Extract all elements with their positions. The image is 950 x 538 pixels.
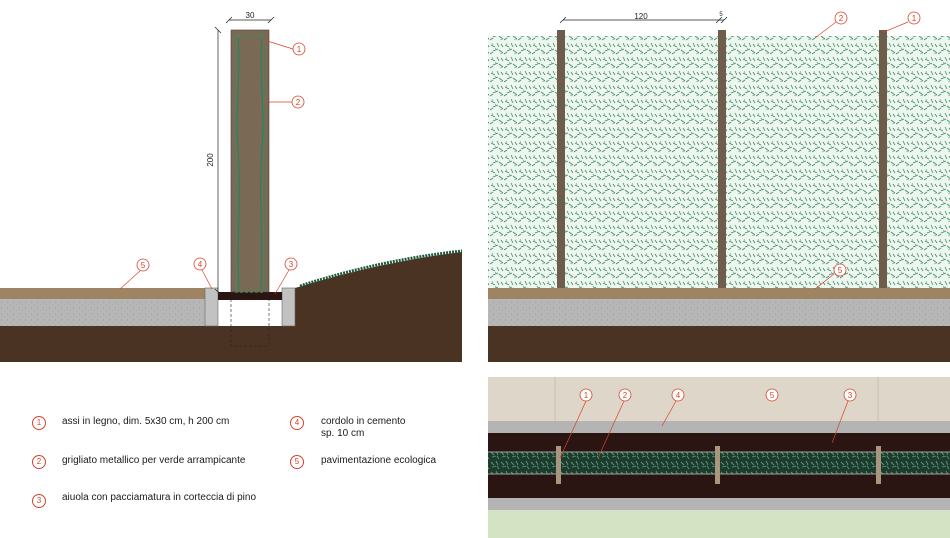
paving-layer (0, 288, 205, 299)
svg-text:2: 2 (623, 391, 628, 400)
svg-text:3: 3 (289, 260, 294, 269)
plan-callout-3: 3 (831, 388, 857, 444)
svg-text:1: 1 (912, 14, 917, 23)
width-dim-tick-left (225, 16, 233, 24)
section-callout-1: 1 (263, 39, 306, 56)
elevation-callout-2: 2 (814, 11, 848, 39)
curb-left (204, 287, 219, 327)
elevation-callout-1: 1 (883, 11, 921, 33)
plan-curb-top (488, 421, 950, 433)
plan-callout-1: 1 (559, 388, 593, 459)
plan-callout-5: 5 (765, 388, 779, 402)
metal-grid (235, 35, 265, 293)
grass-line (299, 249, 463, 288)
svg-text:1: 1 (584, 391, 589, 400)
elevation-post-2 (718, 30, 726, 288)
legend-num-4: 4 (290, 416, 304, 430)
svg-text:5: 5 (838, 266, 843, 275)
svg-text:3: 3 (848, 391, 853, 400)
plan-callout-2: 2 (597, 388, 632, 459)
height-dim-label: 200 (206, 153, 215, 167)
spacing-dim-tick-right-2 (720, 16, 728, 24)
legend-text-3: aiuola con pacciamatura in corteccia di … (62, 492, 256, 503)
plan-post-2 (715, 446, 720, 484)
curb-right (281, 287, 296, 327)
elevation-view: 120 5 2 1 5 (488, 0, 950, 362)
elevation-post-3 (879, 30, 887, 288)
climbing-plant (236, 37, 264, 291)
legend-num-2: 2 (32, 455, 46, 469)
section-view: 30 200 1 2 3 4 5 (0, 0, 463, 362)
section-callout-3: 3 (274, 257, 298, 295)
height-dim-tick-top (214, 26, 222, 34)
legend-text-5: pavimentazione ecologica (321, 455, 437, 466)
legend-text-2: grigliato metallico per verde arrampican… (62, 455, 246, 466)
plan-paving-top (488, 377, 950, 421)
elevation-callout-5: 5 (814, 263, 847, 290)
legend-text-1: assi in legno, dim. 5x30 cm, h 200 cm (62, 416, 230, 427)
svg-text:2: 2 (296, 98, 301, 107)
spacing-dim-tick-left (559, 16, 567, 24)
section-callout-4: 4 (193, 257, 213, 290)
mulch-bed (218, 292, 282, 300)
footing-outline (230, 295, 270, 347)
plan-post-1 (556, 446, 561, 484)
plan-view: 1 2 4 5 3 (488, 377, 950, 538)
legend-text-4b: sp. 10 cm (321, 428, 365, 439)
svg-text:4: 4 (198, 260, 203, 269)
legend-num-5: 5 (290, 455, 304, 469)
svg-text:4: 4 (676, 391, 681, 400)
plan-lawn (488, 510, 950, 538)
elevation-concrete (488, 299, 950, 326)
height-dim-tick-bottom (214, 288, 222, 296)
plan-post-3 (876, 446, 881, 484)
section-callout-5: 5 (119, 258, 150, 290)
thickness-dim-label: 5 (719, 12, 723, 18)
width-dim-label: 30 (246, 11, 255, 20)
plan-callout-4: 4 (661, 388, 685, 427)
legend-num-1: 1 (32, 416, 46, 430)
spacing-dim-tick-right (715, 16, 723, 24)
spacing-dim-label: 120 (634, 12, 648, 21)
concrete-base (0, 299, 205, 326)
elevation-soil (488, 326, 950, 362)
plan-curb-bottom (488, 498, 950, 510)
soil-slope (295, 252, 462, 362)
width-dim-tick-right (267, 16, 275, 24)
legend-text-4: cordolo in cemento (321, 416, 406, 427)
svg-text:1: 1 (297, 45, 302, 54)
elevation-paving (488, 288, 950, 299)
section-callout-2: 2 (264, 95, 305, 109)
svg-text:5: 5 (770, 391, 775, 400)
legend-num-3: 3 (32, 494, 46, 508)
svg-text:2: 2 (839, 14, 844, 23)
svg-text:5: 5 (141, 261, 146, 270)
elevation-post-1 (557, 30, 565, 288)
